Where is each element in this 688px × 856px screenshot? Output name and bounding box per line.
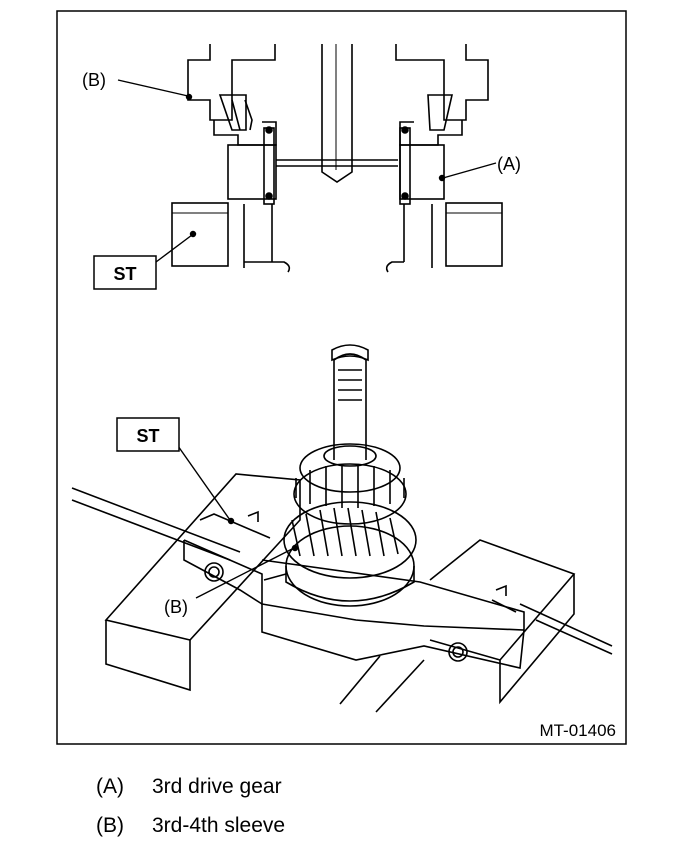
label-a: (A) <box>497 154 521 174</box>
legend-text-a: 3rd drive gear <box>152 775 282 798</box>
label-st-bottom: ST <box>136 426 159 446</box>
figure-frame <box>56 10 627 745</box>
label-st-top: ST <box>113 264 136 284</box>
legend-key-b: (B) <box>96 814 124 837</box>
label-b-bottom: (B) <box>164 597 188 617</box>
gear-press-diagram: (B) (A) ST ST (B) MT-01406 <box>56 10 627 745</box>
cross-section-view <box>171 44 503 273</box>
leader-lines <box>117 79 497 599</box>
st-box-top <box>93 255 157 290</box>
legend-text-b: 3rd-4th sleeve <box>152 814 286 837</box>
legend-key-a: (A) <box>96 775 124 798</box>
perspective-view <box>71 344 613 713</box>
figure-code: MT-01406 <box>539 721 616 740</box>
legend-item-a: (A) 3rd drive gear <box>96 776 282 797</box>
st-box-bottom <box>116 417 180 452</box>
legend-item-b: (B) 3rd-4th sleeve <box>96 815 285 836</box>
label-b-top: (B) <box>82 70 106 90</box>
